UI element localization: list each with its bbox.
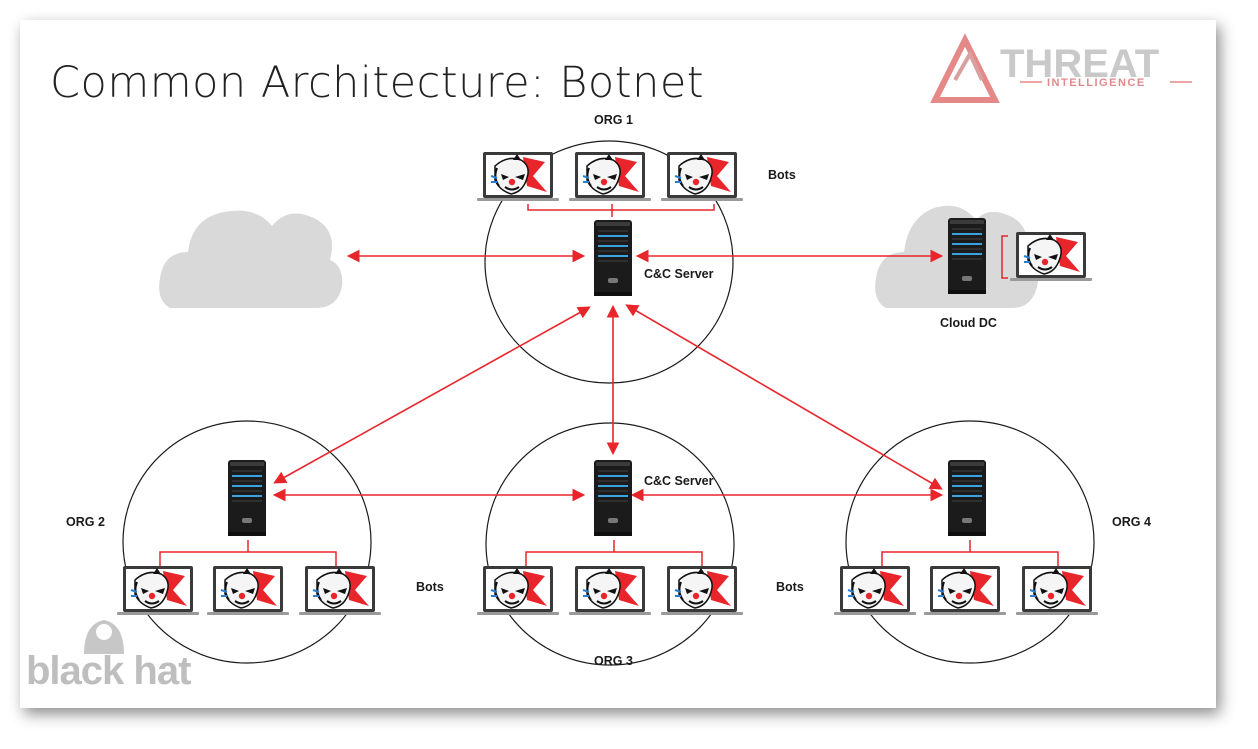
bot-laptop-icon bbox=[660, 565, 744, 616]
org4-circle bbox=[845, 420, 1095, 664]
slide: Common Architecture: Botnet bbox=[20, 20, 1216, 708]
bots-org1-label: Bots bbox=[768, 168, 796, 182]
org1-label: ORG 1 bbox=[594, 113, 633, 127]
org3-label: ORG 3 bbox=[594, 654, 633, 668]
bot-laptop-icon bbox=[476, 565, 560, 616]
bot-laptop-icon bbox=[568, 151, 652, 202]
arrow-cc-to-org4 bbox=[625, 304, 943, 490]
cc-server-icon bbox=[594, 220, 632, 296]
bot-laptop-icon bbox=[206, 565, 290, 616]
cloud-icon bbox=[159, 210, 343, 308]
org2-circle bbox=[122, 420, 372, 664]
org4-server-icon bbox=[948, 460, 986, 536]
threat-intelligence-logo: THREAT INTELLIGENCE bbox=[930, 33, 1192, 103]
bot-laptop-icon bbox=[568, 565, 652, 616]
bot-laptop-icon bbox=[116, 565, 200, 616]
threat-logo-text: THREAT bbox=[1000, 42, 1159, 86]
org3-server-icon bbox=[594, 460, 632, 536]
intelligence-logo-text: INTELLIGENCE bbox=[1047, 77, 1146, 89]
arrow-cc-to-org2 bbox=[273, 306, 591, 484]
bots-org3-label: Bots bbox=[776, 580, 804, 594]
blackhat-logo: black hat bbox=[26, 620, 192, 693]
cloud-dc-laptop-icon bbox=[1009, 231, 1093, 282]
cloud-dc-server-icon bbox=[948, 218, 986, 294]
arrows bbox=[272, 249, 944, 502]
bot-laptop-icon bbox=[476, 151, 560, 202]
org4-label: ORG 4 bbox=[1112, 515, 1151, 529]
cc-server-org1-label: C&C Server bbox=[644, 267, 714, 281]
blackhat-logo-text: black hat bbox=[26, 649, 191, 693]
org2-server-icon bbox=[228, 460, 266, 536]
bot-laptop-icon bbox=[923, 565, 1007, 616]
slide-title: Common Architecture: Botnet bbox=[50, 58, 705, 108]
botnet-diagram: THREAT INTELLIGENCE bbox=[26, 33, 1192, 693]
org2-label: ORG 2 bbox=[66, 515, 105, 529]
bot-laptop-icon bbox=[1015, 565, 1099, 616]
org3-circle bbox=[485, 422, 735, 666]
bot-laptop-icon bbox=[298, 565, 382, 616]
bot-laptop-icon bbox=[833, 565, 917, 616]
connection-lines bbox=[159, 204, 1059, 566]
cc-server-org3-label: C&C Server bbox=[644, 474, 714, 488]
bots-org2-label: Bots bbox=[416, 580, 444, 594]
cloud-dc-label: Cloud DC bbox=[940, 316, 997, 330]
bot-laptop-icon bbox=[660, 151, 744, 202]
